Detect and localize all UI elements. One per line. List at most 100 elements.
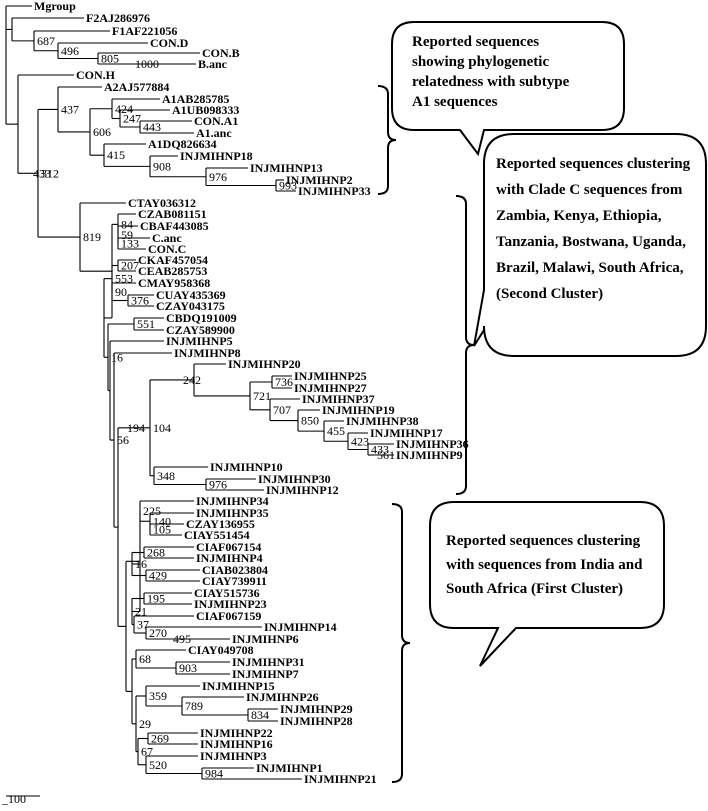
callout-second-line: Zambia, Kenya, Ethiopia, — [496, 208, 662, 224]
bootstrap-value: 551 — [137, 317, 155, 331]
callout-shapes — [377, 21, 707, 783]
taxon-label: CMAY958368 — [138, 276, 210, 290]
bootstrap-value: 415 — [107, 148, 125, 162]
taxon-label: C.anc — [152, 231, 182, 245]
callout-second-bubble — [473, 133, 707, 357]
bootstrap-value: 268 — [147, 546, 165, 560]
taxon-label: CIAF067159 — [196, 609, 261, 623]
bootstrap-value: 687 — [37, 34, 55, 48]
taxon-label: INJMIHNP26 — [246, 690, 319, 704]
taxon-label: CON.C — [148, 242, 186, 256]
taxon-label: INJMIHNP34 — [196, 494, 269, 508]
taxon-label: INJMIHNP36 — [396, 437, 469, 451]
taxon-label: INJMIHNP29 — [280, 702, 353, 716]
taxon-label: CIAF067154 — [196, 540, 261, 554]
bootstrap-value: 1000 — [135, 57, 159, 71]
callout-second-line: Reported sequences clustering — [496, 156, 691, 172]
taxon-label: CZAB081151 — [138, 207, 207, 221]
taxon-label: INJMIHNP8 — [174, 346, 241, 360]
bootstrap-value: 225 — [143, 504, 161, 518]
taxon-label: CBAF443085 — [140, 219, 209, 233]
taxon-label: CON.A1 — [194, 114, 238, 128]
bootstrap-value: 520 — [149, 758, 167, 772]
taxon-label: A1UB098333 — [172, 103, 239, 117]
brace-a1 — [377, 85, 397, 195]
bootstrap-value: 194 — [127, 421, 145, 435]
bootstrap-value: 443 — [143, 120, 161, 134]
bootstrap-value: 437 — [61, 102, 79, 116]
bootstrap-value: 105 — [153, 523, 171, 537]
callout-second-line: with Clade C sequences from — [496, 182, 683, 198]
bootstrap-value: 707 — [273, 403, 291, 417]
taxon-label: Mgroup — [34, 0, 76, 13]
taxon-label: CIAY515736 — [194, 586, 260, 600]
bootstrap-value: 903 — [179, 661, 197, 675]
callout-first-line: with sequences from India and — [446, 557, 643, 573]
bootstrap-value: 16 — [135, 557, 147, 571]
bootstrap-value: 37 — [137, 618, 149, 632]
bootstrap-value: 269 — [151, 732, 169, 746]
taxon-label: A1AB285785 — [162, 92, 229, 106]
bootstrap-value: 721 — [253, 389, 271, 403]
bootstrap-value: 834 — [251, 708, 269, 722]
callout-second-cluster: Reported sequences clustering with Clade… — [482, 135, 707, 355]
taxon-label: INJMIHNP4 — [196, 551, 263, 565]
bootstrap-value: 496 — [61, 44, 79, 58]
callout-a1-line: relatedness with subtype — [412, 74, 570, 90]
bootstrap-value: 207 — [121, 259, 139, 273]
taxon-label: CTAY036312 — [128, 196, 196, 210]
bootstrap-value: 495 — [173, 632, 191, 646]
callout-a1-bubble — [391, 21, 625, 157]
taxon-label: CZAY043175 — [156, 299, 225, 313]
bootstrap-value: 429 — [149, 569, 167, 583]
scale-bar-label: _100 — [2, 792, 26, 806]
taxon-label: INJMIHNP7 — [232, 667, 299, 681]
taxon-label: INJMIHNP22 — [200, 726, 273, 740]
bootstrap-value: 29 — [139, 717, 151, 731]
taxon-label: INJMIHNP14 — [264, 620, 337, 634]
taxon-label: INJMIHNP9 — [396, 448, 463, 462]
taxon-label: INJMIHNP16 — [200, 737, 273, 751]
taxon-label: A1.anc — [196, 126, 232, 140]
taxon-label: INJMIHNP33 — [298, 184, 371, 198]
callout-second-line: Brazil, Malawi, South Africa, — [496, 260, 684, 276]
brace-first-cluster — [391, 503, 411, 783]
taxon-label: INJMIHNP5 — [166, 334, 233, 348]
taxon-label: CIAY739911 — [202, 574, 267, 588]
taxon-label: CON.H — [76, 68, 116, 82]
bootstrap-value: 976 — [209, 170, 227, 184]
bootstrap-value: 133 — [121, 237, 139, 251]
brace-second-cluster — [455, 195, 475, 495]
bootstrap-value: 270 — [149, 626, 167, 640]
bootstrap-value: 348 — [157, 469, 175, 483]
callout-a1-line: showing phylogenetic — [412, 54, 550, 70]
bootstrap-value: 84 — [121, 217, 133, 231]
callout-a1-line: Reported sequences — [412, 34, 540, 50]
bootstrap-value: 359 — [149, 689, 167, 703]
bootstrap-value: 819 — [83, 230, 101, 244]
taxon-label: INJMIHNP10 — [210, 460, 283, 474]
taxon-label: CIAY551454 — [184, 528, 250, 542]
taxon-label: CEAB285753 — [138, 264, 207, 278]
tree-branches — [5, 5, 394, 797]
bootstrap-value: 433 — [33, 166, 51, 180]
taxon-label: INJMIHNP13 — [250, 161, 323, 175]
bootstrap-value: 789 — [185, 699, 203, 713]
taxon-label: INJMIHNP17 — [370, 426, 443, 440]
taxon-label: CIAB023804 — [202, 563, 268, 577]
bootstrap-value: 312 — [41, 166, 59, 180]
bootstrap-value: 16 — [111, 350, 123, 364]
taxon-label: A1DQ826634 — [148, 137, 217, 151]
bootstrap-value: 59 — [121, 228, 133, 242]
taxon-label: CUAY435369 — [156, 288, 226, 302]
taxon-label: B.anc — [198, 57, 228, 71]
bootstrap-value: 455 — [327, 424, 345, 438]
scale-value: 100 — [8, 792, 26, 806]
taxon-label: INJMIHNP35 — [196, 506, 269, 520]
bootstrap-value: 68 — [139, 652, 151, 666]
bootstrap-value: 195 — [147, 592, 165, 606]
taxon-label: CON.D — [150, 36, 189, 50]
taxon-label: F2AJ286976 — [86, 11, 150, 25]
bootstrap-value: 242 — [183, 373, 201, 387]
taxon-label: CZAY136955 — [186, 517, 255, 531]
